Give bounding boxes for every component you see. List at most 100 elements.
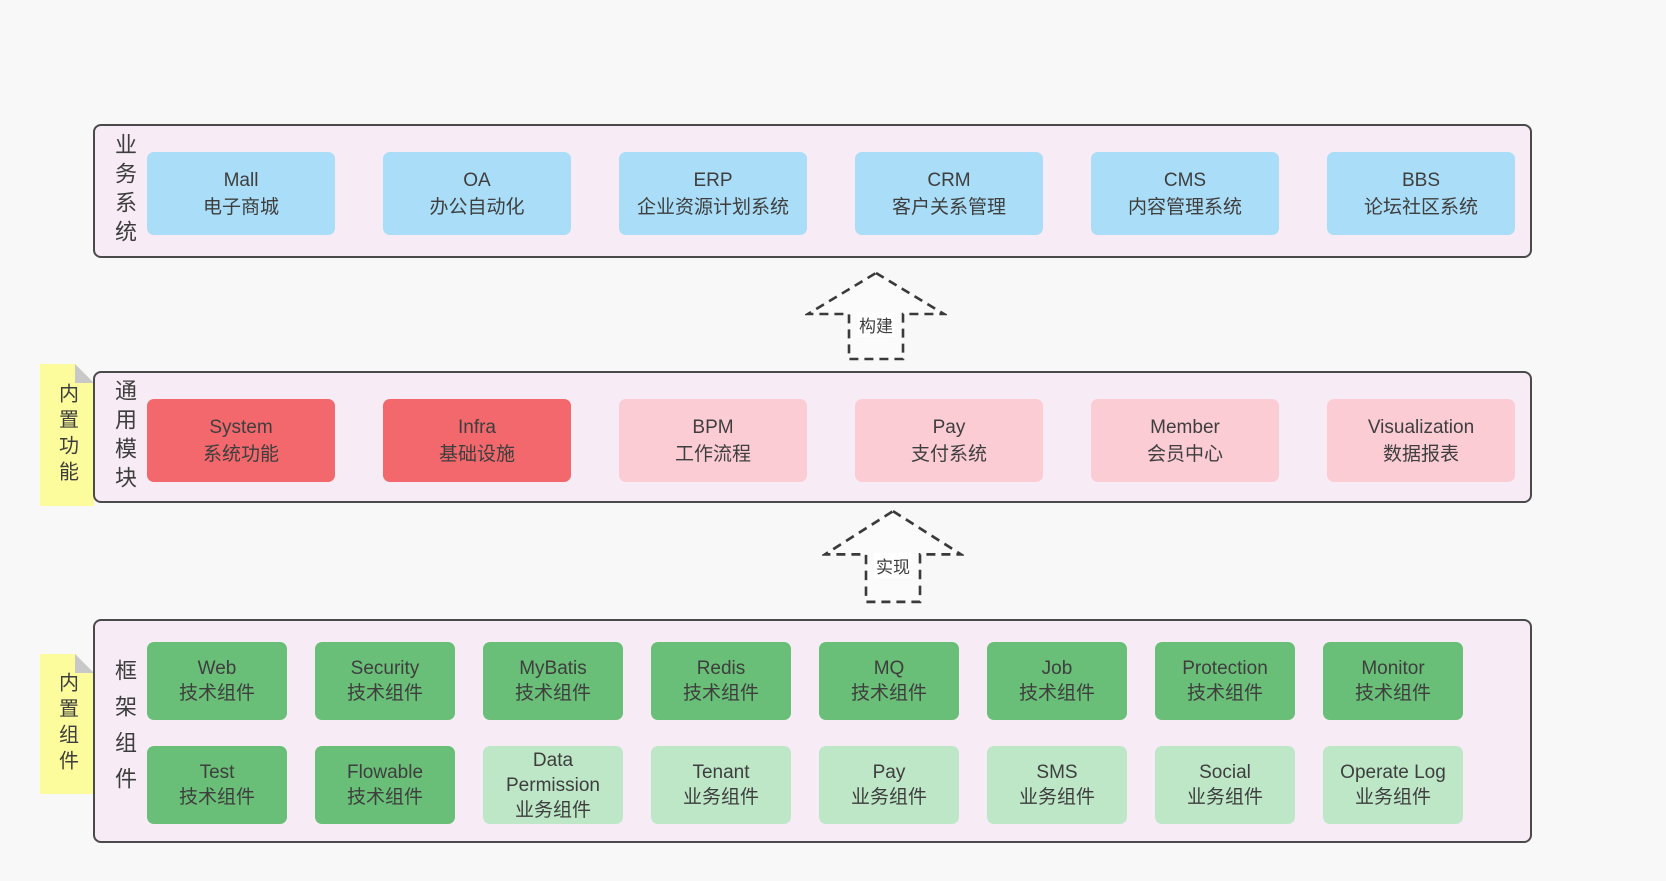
- box-subtitle: 支付系统: [910, 443, 987, 465]
- box-subtitle: 技术组件: [850, 683, 927, 704]
- layer-label-common-modules: 通用模块: [112, 379, 137, 495]
- box-social: Social 业务组件: [1155, 746, 1295, 824]
- box-subtitle: 企业资源计划系统: [636, 196, 789, 218]
- box-mybatis: MyBatis 技术组件: [483, 642, 623, 720]
- box-title: Tenant: [692, 762, 750, 783]
- box-title: Member: [1150, 416, 1220, 438]
- box-title: Test: [199, 762, 235, 783]
- box-subtitle: 技术组件: [1354, 683, 1431, 704]
- box-subtitle: 业务组件: [1354, 787, 1431, 808]
- box-title: Pay: [872, 762, 906, 783]
- layer-framework-components: 框架组件 Web 技术组件 Security 技术组件 MyBatis 技术组件…: [93, 619, 1532, 843]
- box-title: Mall: [223, 169, 259, 191]
- box-title: Pay: [932, 416, 966, 438]
- box-title: OA: [463, 169, 491, 191]
- box-member: Member 会员中心: [1091, 399, 1279, 482]
- box-oa: OA 办公自动化: [383, 152, 571, 235]
- box-subtitle: 技术组件: [178, 787, 255, 808]
- sticky-note-label: 内置功能: [55, 383, 78, 487]
- box-subtitle: 业务组件: [850, 787, 927, 808]
- box-subtitle: 会员中心: [1146, 443, 1223, 465]
- box-subtitle: 客户关系管理: [891, 196, 1006, 218]
- box-title: Job: [1041, 658, 1073, 679]
- box-subtitle: 业务组件: [682, 787, 759, 808]
- framework-components-row-1: Web 技术组件 Security 技术组件 MyBatis 技术组件 Redi…: [147, 642, 1463, 720]
- layer-business-systems: 业务系统 Mall 电子商城 OA 办公自动化 ERP 企业资源计划系统 CRM…: [93, 124, 1532, 258]
- box-subtitle: 数据报表: [1382, 443, 1459, 465]
- box-tenant: Tenant 业务组件: [651, 746, 791, 824]
- box-subtitle: 办公自动化: [429, 196, 525, 218]
- box-pay: Pay 业务组件: [819, 746, 959, 824]
- box-title: CMS: [1163, 169, 1207, 191]
- sticky-note-builtin-components: 内置组件: [40, 654, 94, 794]
- box-system: System 系统功能: [147, 399, 335, 482]
- box-title: Data Permission: [506, 749, 600, 796]
- box-title: SMS: [1036, 762, 1078, 783]
- box-title: MyBatis: [519, 658, 587, 679]
- box-erp: ERP 企业资源计划系统: [619, 152, 807, 235]
- box-mq: MQ 技术组件: [819, 642, 959, 720]
- framework-components-row-2: Test 技术组件 Flowable 技术组件 Data Permission …: [147, 746, 1463, 824]
- layer-label-framework-components: 框架组件: [112, 659, 137, 803]
- box-bpm: BPM 工作流程: [619, 399, 807, 482]
- box-job: Job 技术组件: [987, 642, 1127, 720]
- dashed-up-arrow-build: 构建: [805, 270, 947, 362]
- box-monitor: Monitor 技术组件: [1323, 642, 1463, 720]
- box-subtitle: 技术组件: [178, 683, 255, 704]
- box-subtitle: 技术组件: [514, 683, 591, 704]
- box-subtitle: 工作流程: [674, 443, 751, 465]
- box-bbs: BBS 论坛社区系统: [1327, 152, 1515, 235]
- box-subtitle: 业务组件: [1186, 787, 1263, 808]
- box-title: MQ: [873, 658, 905, 679]
- box-sms: SMS 业务组件: [987, 746, 1127, 824]
- box-title: Redis: [696, 658, 746, 679]
- box-title: BPM: [692, 416, 734, 438]
- box-operate-log: Operate Log 业务组件: [1323, 746, 1463, 824]
- box-title: Operate Log: [1340, 762, 1446, 783]
- box-title: Flowable: [346, 762, 424, 783]
- box-pay: Pay 支付系统: [855, 399, 1043, 482]
- layer-common-modules: 通用模块 System 系统功能 Infra 基础设施 BPM 工作流程 Pay…: [93, 371, 1532, 503]
- box-title: System: [209, 416, 273, 438]
- box-subtitle: 技术组件: [346, 787, 423, 808]
- box-title: Monitor: [1361, 658, 1425, 679]
- box-protection: Protection 技术组件: [1155, 642, 1295, 720]
- layer-label-business-systems: 业务系统: [112, 133, 137, 249]
- box-visualization: Visualization 数据报表: [1327, 399, 1515, 482]
- box-cms: CMS 内容管理系统: [1091, 152, 1279, 235]
- box-web: Web 技术组件: [147, 642, 287, 720]
- box-test: Test 技术组件: [147, 746, 287, 824]
- box-title: Web: [197, 658, 237, 679]
- box-title: Visualization: [1367, 416, 1475, 438]
- box-infra: Infra 基础设施: [383, 399, 571, 482]
- common-modules-row: System 系统功能 Infra 基础设施 BPM 工作流程 Pay 支付系统…: [147, 399, 1515, 482]
- box-title: ERP: [693, 169, 733, 191]
- note-fold-icon: [75, 364, 94, 383]
- box-crm: CRM 客户关系管理: [855, 152, 1043, 235]
- box-subtitle: 技术组件: [682, 683, 759, 704]
- box-title: Protection: [1182, 658, 1268, 679]
- box-mall: Mall 电子商城: [147, 152, 335, 235]
- box-subtitle: 业务组件: [1018, 787, 1095, 808]
- box-title: Infra: [457, 416, 497, 438]
- box-title: Security: [350, 658, 420, 679]
- box-subtitle: 论坛社区系统: [1363, 196, 1478, 218]
- note-fold-icon: [75, 654, 94, 673]
- box-data-permission: Data Permission 业务组件: [483, 746, 623, 824]
- box-subtitle: 业务组件: [514, 799, 591, 821]
- sticky-note-label: 内置组件: [55, 672, 78, 776]
- box-title: CRM: [927, 169, 971, 191]
- business-systems-row: Mall 电子商城 OA 办公自动化 ERP 企业资源计划系统 CRM 客户关系…: [147, 152, 1515, 235]
- box-subtitle: 技术组件: [346, 683, 423, 704]
- box-subtitle: 内容管理系统: [1127, 196, 1242, 218]
- box-security: Security 技术组件: [315, 642, 455, 720]
- box-flowable: Flowable 技术组件: [315, 746, 455, 824]
- box-subtitle: 技术组件: [1018, 683, 1095, 704]
- box-redis: Redis 技术组件: [651, 642, 791, 720]
- arrow-label-implement: 实现: [874, 552, 912, 578]
- box-subtitle: 系统功能: [202, 443, 279, 465]
- arrow-label-build: 构建: [857, 312, 895, 338]
- box-subtitle: 电子商城: [202, 196, 279, 218]
- box-title: Social: [1199, 762, 1251, 783]
